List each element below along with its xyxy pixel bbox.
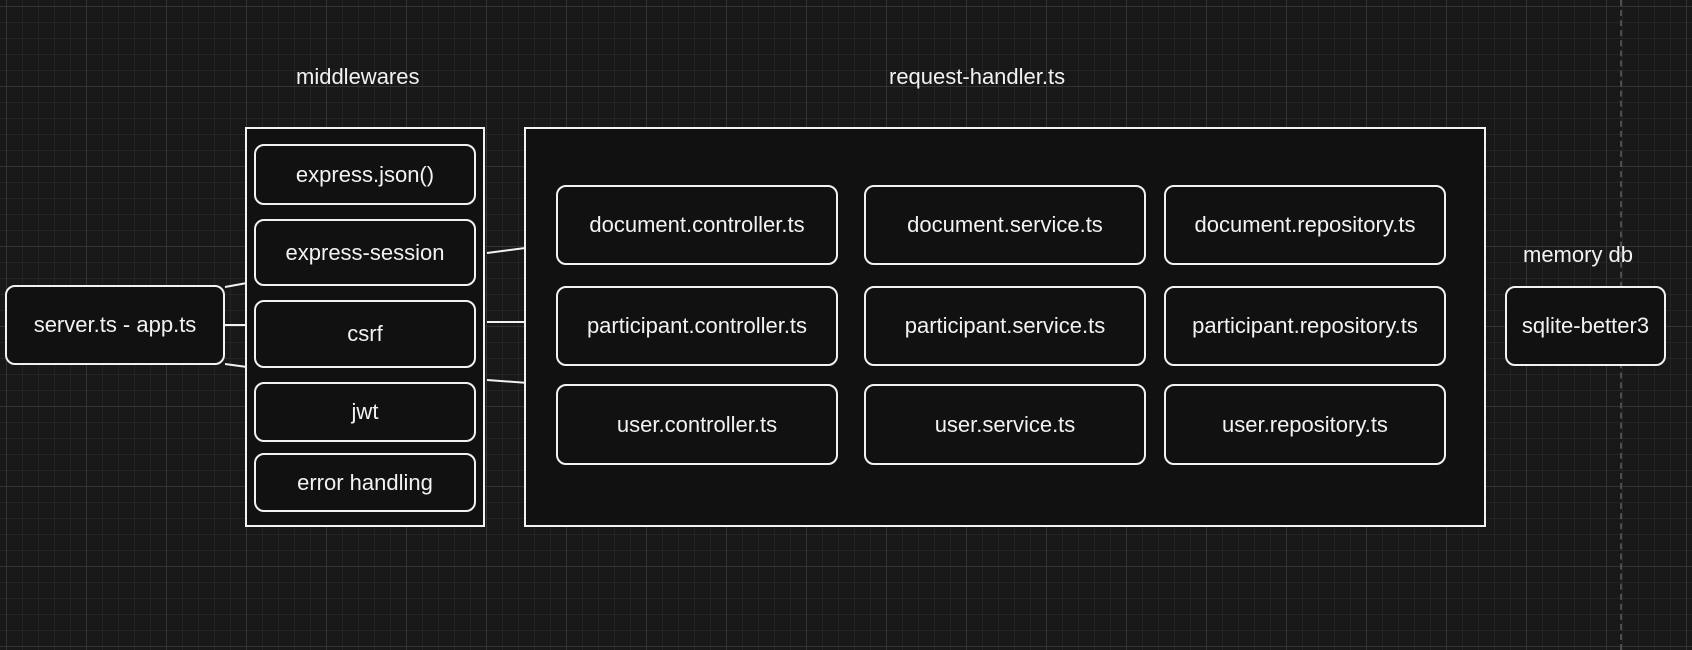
request-handler-label: request-handler.ts	[889, 64, 1066, 89]
participant-controller-node[interactable]: participant.controller.ts	[556, 286, 838, 366]
middleware-error-handling[interactable]: error handling	[254, 453, 476, 512]
middleware-express-session[interactable]: express-session	[254, 219, 476, 286]
entry-to-middlewares-connector-top	[224, 282, 248, 288]
document-service-node[interactable]: document.service.ts	[864, 185, 1146, 265]
entry-to-middlewares-connector-bottom	[224, 363, 248, 368]
memory-db-label: memory db	[1523, 242, 1634, 267]
document-controller-node[interactable]: document.controller.ts	[556, 185, 838, 265]
user-service-node[interactable]: user.service.ts	[864, 384, 1146, 465]
participant-service-node[interactable]: participant.service.ts	[864, 286, 1146, 366]
user-repository-node[interactable]: user.repository.ts	[1164, 384, 1446, 465]
middlewares-label: middlewares	[296, 64, 420, 89]
server-app-node[interactable]: server.ts - app.ts	[5, 285, 225, 365]
middleware-jwt[interactable]: jwt	[254, 382, 476, 442]
document-repository-node[interactable]: document.repository.ts	[1164, 185, 1446, 265]
sqlite-database-node[interactable]: sqlite-better3	[1505, 286, 1666, 366]
user-controller-node[interactable]: user.controller.ts	[556, 384, 838, 465]
middleware-express-json[interactable]: express.json()	[254, 144, 476, 205]
middleware-csrf[interactable]: csrf	[254, 300, 476, 368]
participant-repository-node[interactable]: participant.repository.ts	[1164, 286, 1446, 366]
